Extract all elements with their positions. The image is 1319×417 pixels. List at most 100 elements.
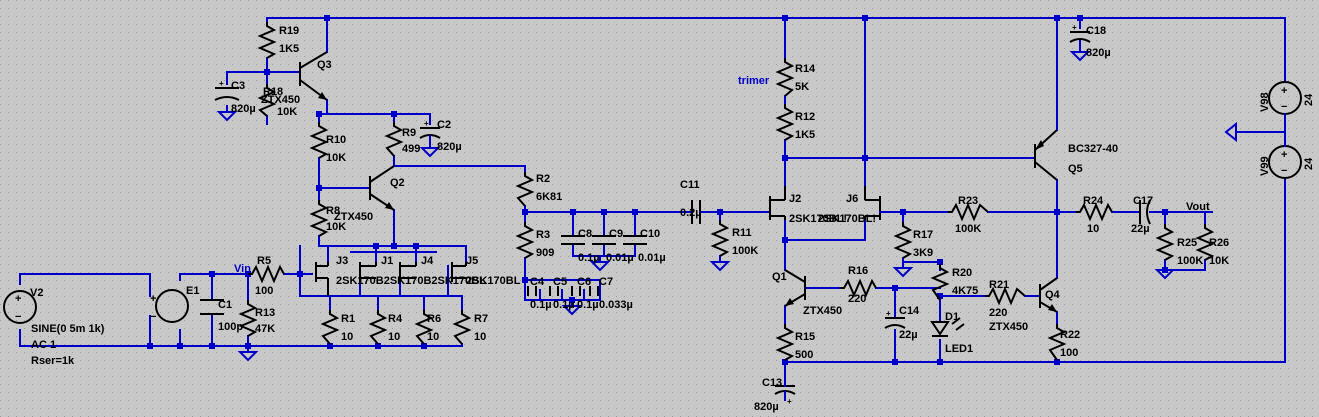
label-J5: J5 (466, 255, 478, 267)
resistor-R14 (775, 58, 795, 97)
value-C11: 0.2µ (680, 207, 702, 219)
value-C6: 0.1µ (577, 299, 599, 311)
value-C10: 0.01µ (638, 252, 666, 264)
value-R5: 100 (255, 285, 273, 297)
jfet-J2 (769, 186, 786, 220)
capacitor-C11 (679, 200, 707, 224)
label-R10: R10 (326, 134, 346, 146)
svg-text:+: + (424, 119, 429, 128)
capacitor-C10 (623, 235, 647, 245)
net-label-Vin: Vin (234, 263, 251, 275)
resistor-R9 (384, 122, 404, 157)
capacitor-C6 (571, 286, 581, 296)
label-R8: R8 (326, 205, 340, 217)
label-R12: R12 (795, 111, 815, 123)
component-labels: R19 1K5 Q3 C3 820µ R18 ZTX450 10K R10 10… (30, 25, 1315, 413)
resistor-R18 (257, 84, 277, 117)
resistor-R1 (320, 310, 340, 345)
junction-dots (147, 15, 1168, 365)
components: + + + + + (3, 22, 1302, 406)
resistor-R6 (414, 310, 434, 345)
resistor-R3 (515, 222, 535, 259)
label-R21: R21 (989, 279, 1009, 291)
value-R3: 909 (536, 247, 554, 259)
label-C18: C18 (1086, 25, 1106, 37)
label-R16: R16 (848, 265, 868, 277)
value-D1: LED1 (945, 343, 973, 355)
resistor-R5 (248, 264, 285, 284)
value-R25: 100K (1177, 255, 1203, 267)
value-R9: 499 (402, 143, 420, 155)
model-Q3: ZTX450 (261, 94, 300, 106)
value-R15: 500 (795, 349, 813, 361)
label-C2: C2 (437, 119, 451, 131)
transistor-Q3 (299, 51, 328, 101)
value-R14: 5K (795, 81, 809, 93)
svg-text:−: − (15, 311, 21, 323)
svg-text:+: + (219, 79, 224, 88)
label-C1: C1 (218, 299, 232, 311)
model-Q1: ZTX450 (803, 305, 842, 317)
label-R17: R17 (913, 229, 933, 241)
label-E1: E1 (186, 285, 199, 297)
ground-symbol (216, 51, 1237, 362)
model-J2: 2SK170BL! (789, 213, 847, 225)
jfet-J5 (451, 262, 467, 282)
label-R22: R22 (1060, 329, 1080, 341)
jfet-J1 (359, 262, 377, 282)
svg-text:−: − (150, 311, 156, 323)
label-R4: R4 (388, 313, 403, 325)
model-J5: 2SK170BL (466, 275, 521, 287)
value-R12: 1K5 (795, 129, 815, 141)
capacitor-C9 (592, 235, 616, 245)
voltage-source-V2: +− (3, 290, 37, 324)
resistor-R8 (309, 200, 329, 237)
resistor-R19 (257, 22, 277, 59)
V2-sine-params: SINE(0 5m 1k) (31, 323, 105, 335)
annotation-trimer: trimer (738, 75, 770, 87)
V2-rser-params: Rser=1k (31, 355, 75, 367)
capacitor-C18: + (1069, 23, 1091, 43)
label-C3: C3 (231, 80, 245, 92)
jfet-J6 (864, 186, 901, 220)
label-R25: R25 (1177, 237, 1197, 249)
label-C9: C9 (609, 228, 623, 240)
label-Q2: Q2 (390, 177, 405, 189)
value-R6: 10 (427, 331, 439, 343)
net-label-Vout: Vout (1186, 201, 1210, 213)
model-jfet-overlap: 2SK170B2SK170B2SK170BL (336, 275, 486, 287)
value-C4: 0.1µ (530, 299, 552, 311)
label-J6: J6 (846, 193, 858, 205)
capacitor-C14: + (884, 309, 906, 329)
capacitor-C8 (561, 235, 585, 245)
transistor-Q2 (369, 165, 395, 211)
label-C5: C5 (553, 276, 567, 288)
model-Q2: ZTX450 (334, 211, 373, 223)
label-V99: V99 (1259, 156, 1271, 176)
resistor-R7 (452, 310, 472, 345)
label-Q3: Q3 (317, 59, 332, 71)
resistor-R22 (1047, 324, 1067, 361)
value-V99: 24 (1303, 157, 1315, 170)
resistor-R23 (948, 202, 989, 222)
transistor-Q1 (784, 269, 806, 307)
label-R7: R7 (474, 313, 488, 325)
value-R24: 10 (1087, 223, 1099, 235)
value-R8: 10K (326, 221, 346, 233)
resistor-R13 (238, 300, 258, 337)
label-R1: R1 (341, 313, 355, 325)
label-C14: C14 (899, 305, 920, 317)
resistor-R25 (1155, 224, 1175, 261)
value-R21: 220 (989, 307, 1007, 319)
label-R13: R13 (255, 307, 275, 319)
value-R4: 10 (388, 331, 400, 343)
svg-text:+: + (15, 293, 21, 305)
label-R6: R6 (427, 313, 441, 325)
value-C9: 0.01µ (606, 252, 634, 264)
label-C10: C10 (640, 228, 660, 240)
capacitor-C4 (527, 286, 537, 296)
resistor-R10 (309, 122, 329, 159)
resistor-R16 (840, 278, 877, 298)
label-R2: R2 (536, 173, 550, 185)
capacitor-C2: + (419, 119, 441, 149)
